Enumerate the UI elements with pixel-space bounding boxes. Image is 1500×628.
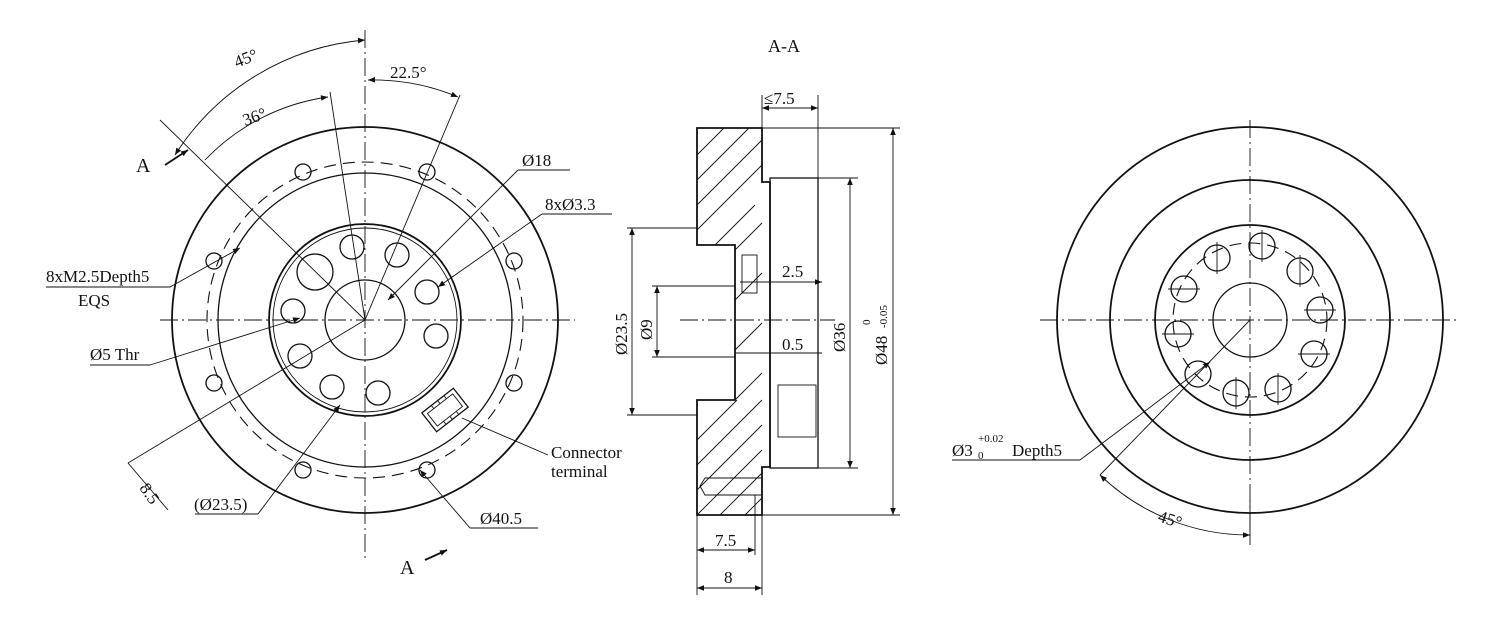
dim-2-5-label: 2.5	[782, 262, 803, 281]
pin-tol-lower: 0	[978, 450, 984, 462]
pin-depth-label: Depth5	[1012, 441, 1062, 460]
dia-18-label: Ø18	[522, 151, 551, 170]
section-view: A-A ≤7.5	[612, 36, 900, 595]
front-view: 45° 36° 22.5° A A Ø18 8xØ3.3 8xM2.5Depth…	[46, 30, 622, 579]
pin-hole-dia-label: Ø3	[952, 441, 973, 460]
dia-23-5-ref-label: (Ø23.5)	[194, 495, 247, 514]
pin-tol-upper: +0.02	[978, 433, 1003, 445]
rear-holes	[1164, 232, 1334, 407]
rear-angle-45-arc	[1099, 474, 1251, 538]
max-7-5-label: ≤7.5	[764, 89, 795, 108]
section-mark-bottom: A	[400, 557, 415, 579]
rear-hole-crosses	[1162, 230, 1336, 409]
holes-3-3-label: 8xØ3.3	[545, 195, 596, 214]
angle-36-label: 36°	[240, 104, 269, 130]
dia-48-tol-lower: -0.05	[878, 305, 890, 328]
front-inner-holes	[280, 234, 449, 406]
connector-terminal-shape	[420, 387, 470, 433]
encoder-board	[769, 177, 819, 469]
angle-45-arc	[174, 37, 366, 156]
connector-label-line1: Connector	[551, 443, 622, 462]
thread-eqs-label: EQS	[78, 291, 110, 310]
dim-8-5-label: 8.5	[136, 479, 164, 507]
section-hatching	[696, 127, 763, 516]
angle-22-5-label: 22.5°	[390, 63, 427, 82]
section-body-outline	[696, 127, 771, 516]
dia-23-5-label: Ø23.5	[612, 313, 631, 355]
dia-40-5-label: Ø40.5	[480, 509, 522, 528]
thread-spec-label: 8xM2.5Depth5	[46, 267, 149, 286]
angle-22-5-arc	[367, 77, 459, 98]
angle-36-arc	[204, 95, 329, 161]
rear-view: Ø3 +0.02 0 Depth5 45°	[952, 120, 1460, 545]
dim-0-5-label: 0.5	[782, 335, 803, 354]
dim-7-5-label: 7.5	[715, 531, 736, 550]
dia-5-thru-label: Ø5 Thr	[90, 345, 140, 364]
dia-9-label: Ø9	[637, 319, 656, 340]
rear-angle-45-label: 45°	[1156, 507, 1185, 532]
section-mark-top: A	[136, 155, 151, 177]
front-outer-holes	[205, 163, 523, 479]
dia-48-label: Ø48	[872, 336, 891, 365]
dia-48-tol-upper: 0	[861, 319, 873, 325]
dim-8-label: 8	[724, 568, 733, 587]
dia-36-label: Ø36	[830, 323, 849, 352]
angle-45-label: 45°	[231, 45, 260, 72]
section-title: A-A	[768, 36, 800, 56]
connector-label-line2: terminal	[551, 462, 608, 481]
